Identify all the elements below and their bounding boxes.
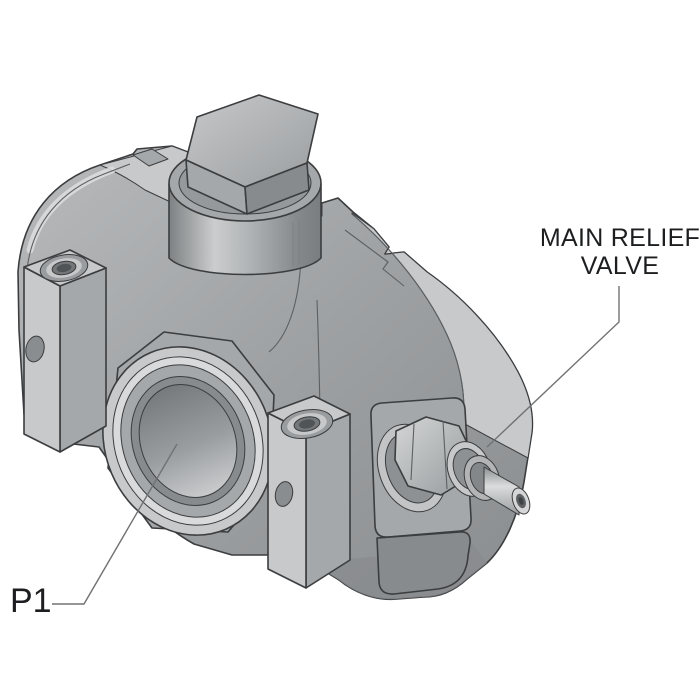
mounting-lug-left bbox=[23, 249, 107, 453]
hex-plug-face-right bbox=[244, 162, 310, 215]
lug-face-right bbox=[59, 267, 107, 453]
label-p1-port: P1 bbox=[10, 582, 52, 620]
leader-p1 bbox=[52, 443, 178, 605]
mounting-lug-center bbox=[267, 395, 351, 589]
valve-foot-plate bbox=[376, 531, 471, 595]
valve-stem bbox=[483, 466, 520, 516]
main-relief-valve-assembly bbox=[370, 397, 531, 595]
lug-face-right bbox=[305, 413, 351, 589]
label-main-relief-valve-line2: VALVE bbox=[580, 252, 660, 280]
leader-main-relief-valve bbox=[486, 286, 620, 448]
housing-step-lines bbox=[344, 229, 405, 287]
top-face-notch bbox=[132, 148, 169, 167]
hex-nut-facets bbox=[410, 420, 448, 490]
port-p1 bbox=[102, 346, 274, 536]
cylinder-seam bbox=[292, 221, 300, 266]
valve-stem-tip bbox=[511, 487, 531, 515]
lug-side-hole bbox=[274, 481, 294, 507]
lug-bolt-hole bbox=[280, 408, 334, 440]
label-main-relief-valve: MAIN RELIEF VALVE bbox=[538, 224, 700, 280]
label-main-relief-valve-line1: MAIN RELIEF bbox=[539, 224, 700, 252]
port-bore bbox=[138, 384, 238, 498]
lug-side-hole bbox=[25, 335, 45, 363]
elbow-edge-line bbox=[26, 163, 131, 271]
lug-bolt-hole bbox=[39, 254, 89, 282]
housing-fillet-line bbox=[268, 257, 302, 353]
